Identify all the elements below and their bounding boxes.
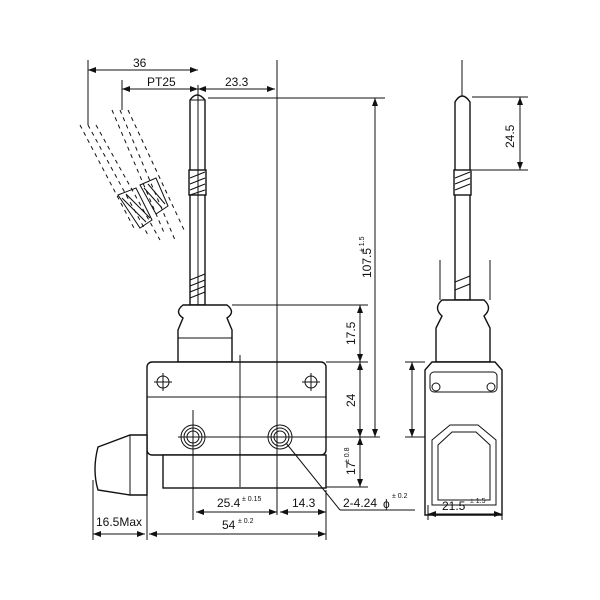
dim-mount-holes: 2-4.24 — [343, 496, 377, 510]
dim-21-5: 21.5 — [442, 499, 466, 513]
dim-17-tol: ± 0.8 — [344, 447, 351, 463]
dim-21-5-tol: ± 1.5 — [470, 498, 486, 505]
lever-ghost-positions — [79, 109, 186, 241]
rubber-cap — [177, 304, 233, 363]
dim-24-5: 24.5 — [503, 124, 517, 148]
dim-54-tol: ± 0.2 — [238, 518, 254, 525]
dim-16-5max: 16.5Max — [96, 515, 142, 529]
dim-14-3: 14.3 — [292, 496, 316, 510]
dim-24: 24 — [344, 393, 358, 407]
diameter-symbol: ϕ — [383, 497, 390, 511]
dim-54: 54 — [222, 518, 236, 532]
dim-17-5: 17.5 — [344, 321, 358, 345]
dim-17: 17 — [344, 461, 358, 475]
switch-body — [92, 60, 380, 540]
front-view: 36 PT25 23.3 107.5 ± 1.5 17.5 24 17 ± 0.… — [79, 56, 415, 540]
dim-36: 36 — [133, 56, 147, 70]
plunger — [94, 434, 148, 496]
dim-107-5: 107.5 — [360, 248, 374, 278]
dim-23-3: 23.3 — [225, 75, 249, 89]
dim-25-4-tol: ± 0.15 — [242, 496, 262, 503]
dim-25-4: 25.4 — [217, 496, 241, 510]
dim-mount-holes-tol: ± 0.2 — [392, 493, 408, 500]
dim-107-5-tol: ± 1.5 — [359, 236, 366, 252]
dim-pt25: PT25 — [147, 75, 176, 89]
side-view: 24.5 21.5 ± 1.5 — [405, 60, 528, 520]
